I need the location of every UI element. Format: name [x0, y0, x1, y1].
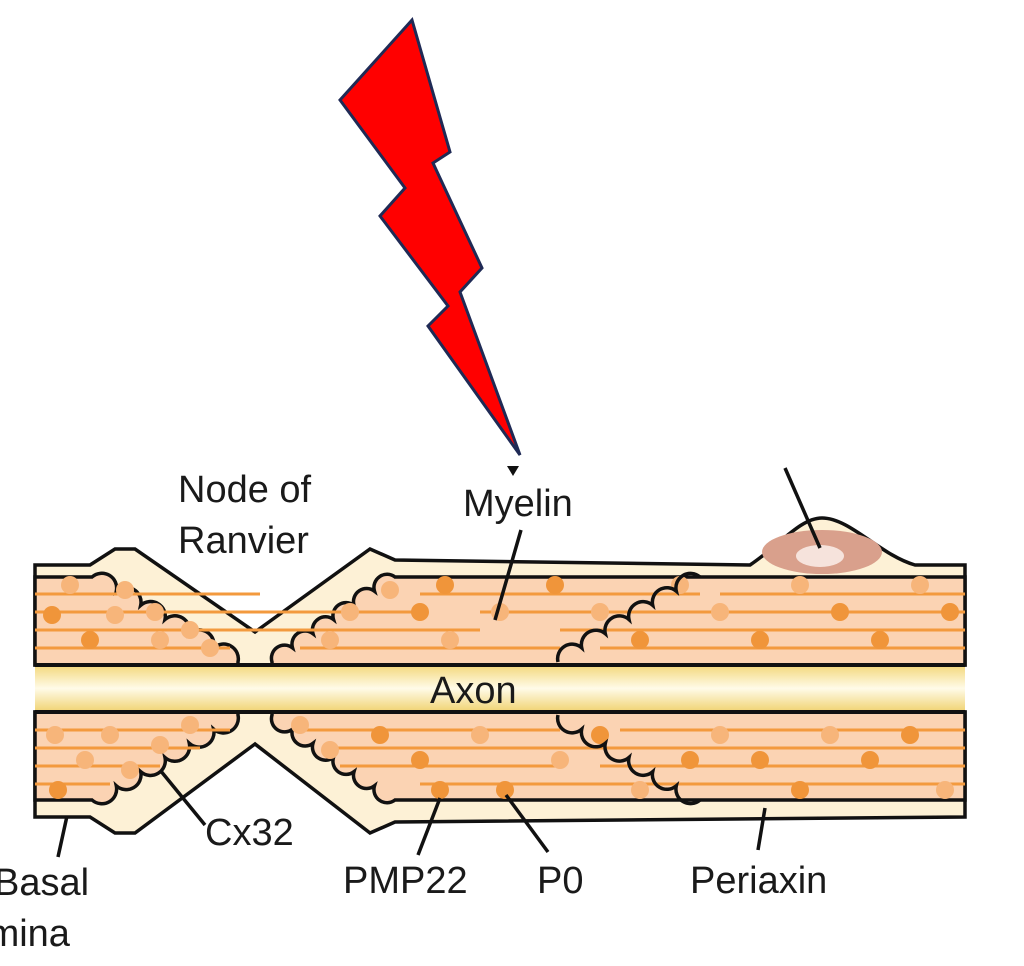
paranode-boundary-bottom	[555, 714, 702, 806]
myelin-protein-dot	[791, 781, 809, 799]
label-basal-lamina-2: lamina	[0, 913, 71, 955]
myelin-protein-dot	[321, 631, 339, 649]
myelin-protein-dot	[631, 781, 649, 799]
leader-myelin	[493, 529, 523, 621]
myelin-protein-dot	[101, 726, 119, 744]
myelin-protein-dot	[431, 781, 449, 799]
leader-cx32	[158, 768, 207, 827]
label-pmp22: PMP22	[343, 860, 468, 902]
myelin-protein-dot	[436, 576, 454, 594]
myelin-protein-dot	[441, 631, 459, 649]
myelin-protein-dot	[936, 781, 954, 799]
myelin-protein-dot	[546, 576, 564, 594]
myelin-protein-dot	[61, 576, 79, 594]
myelin-top-right	[269, 572, 967, 667]
leader-basal-lamina	[56, 815, 69, 858]
myelin-protein-dot	[711, 726, 729, 744]
myelin-protein-dot	[201, 639, 219, 657]
myelin-protein-dot	[121, 761, 139, 779]
myelin-protein-dot	[591, 726, 609, 744]
myelin-protein-dot	[181, 621, 199, 639]
myelin-protein-dot	[821, 726, 839, 744]
myelin-protein-dot	[411, 603, 429, 621]
myelin-protein-dot	[321, 741, 339, 759]
myelin-protein-dot	[46, 726, 64, 744]
label-periaxin: Periaxin	[690, 860, 827, 902]
myelin-protein-dot	[901, 726, 919, 744]
myelin-layers	[33, 571, 967, 806]
myelin-protein-dot	[291, 716, 309, 734]
myelin-protein-dot	[551, 751, 569, 769]
myelin-protein-dot	[49, 781, 67, 799]
myelin-protein-dot	[496, 781, 514, 799]
myelin-protein-dot	[411, 751, 429, 769]
myelin-protein-dot	[43, 606, 61, 624]
axon	[35, 665, 965, 712]
myelin-protein-dot	[631, 631, 649, 649]
myelin-protein-dot	[941, 603, 959, 621]
leader-nucleus	[783, 467, 822, 549]
label-axon: Axon	[430, 670, 517, 712]
myelin-protein-dot	[831, 603, 849, 621]
myelin-protein-dot	[751, 631, 769, 649]
myelin-protein-dot	[711, 603, 729, 621]
myelin-protein-dot	[146, 603, 164, 621]
myelin-protein-dot	[341, 603, 359, 621]
myelin-protein-dot	[791, 576, 809, 594]
myelin-protein-dot	[861, 751, 879, 769]
lightning-bolt-icon	[338, 16, 522, 456]
label-node-of-ranvier-1: Node of	[178, 469, 312, 511]
pointer-triangle-icon	[507, 466, 519, 476]
myelin-protein-dot	[871, 631, 889, 649]
myelin-protein-dot	[751, 751, 769, 769]
myelin-protein-dot	[681, 751, 699, 769]
label-myelin: Myelin	[463, 483, 573, 525]
leader-p0	[504, 793, 550, 854]
myelin-protein-dot	[151, 736, 169, 754]
nucleolus	[796, 545, 844, 567]
myelin-protein-dot	[81, 631, 99, 649]
myelin-protein-dot	[471, 726, 489, 744]
label-node-of-ranvier-2: Ranvier	[178, 520, 309, 562]
label-basal-lamina-1: Basal	[0, 862, 89, 904]
myelin-protein-dot	[151, 631, 169, 649]
myelin-bottom-right	[269, 710, 967, 805]
myelin-protein-dot	[381, 581, 399, 599]
paranode-boundary-top	[555, 571, 702, 663]
myelin-protein-dot	[911, 576, 929, 594]
myelin-protein-dot	[591, 603, 609, 621]
leader-periaxin	[756, 807, 767, 851]
label-cx32: Cx32	[205, 812, 294, 854]
leader-pmp22	[416, 797, 442, 856]
label-p0: P0	[537, 860, 583, 902]
myelin-protein-dot	[76, 751, 94, 769]
myelin-protein-dot	[116, 581, 134, 599]
myelin-protein-dot	[106, 606, 124, 624]
myelin-protein-dot	[371, 726, 389, 744]
myelin-protein-dot	[181, 716, 199, 734]
